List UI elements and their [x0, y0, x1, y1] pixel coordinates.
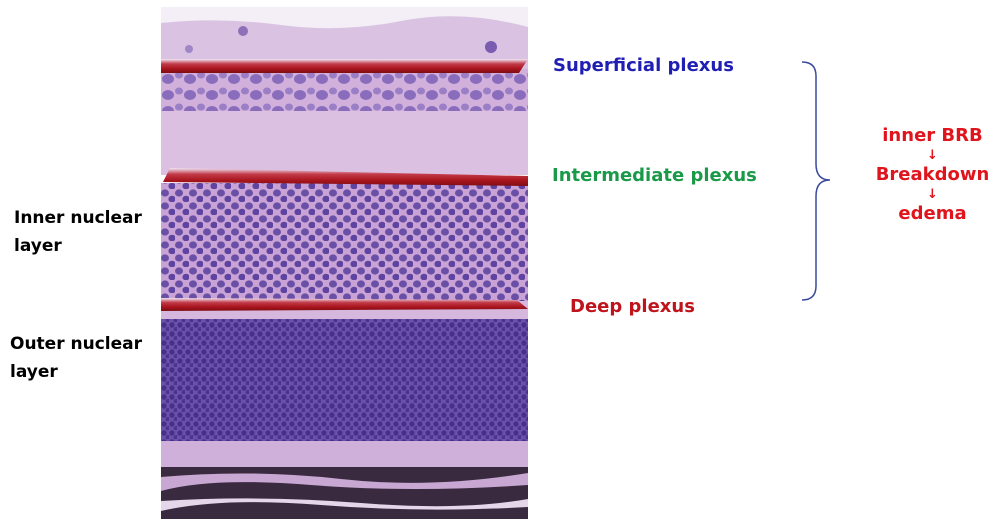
- superficial-plexus-label: Superficial plexus: [553, 55, 734, 76]
- outer-nuclear-layer-label-line-1: Outer nuclear: [10, 330, 142, 358]
- photoreceptor-layer: [161, 441, 528, 467]
- outer-nuclear-layer-label-line-2: layer: [10, 358, 142, 386]
- cascade-step-inner-brb: inner BRB: [860, 124, 993, 148]
- inner-plexiform-layer: [161, 111, 528, 175]
- inner-nuclear-layer-label-line-1: Inner nuclear: [14, 204, 142, 232]
- down-arrow-icon: ↓: [860, 148, 993, 163]
- deep-plexus-vessel: [161, 298, 528, 311]
- outer-nuclear-layer-label: Outer nuclear layer: [10, 330, 142, 386]
- intermediate-plexus-label: Intermediate plexus: [552, 165, 757, 186]
- ganglion-cell-layer: [161, 69, 528, 111]
- inner-nuclear-layer-label-line-2: layer: [14, 232, 142, 260]
- cascade-step-edema: edema: [860, 202, 993, 226]
- retina-histology-image: [161, 7, 528, 519]
- down-arrow-icon: ↓: [860, 187, 993, 202]
- right-curly-brace: [800, 60, 840, 302]
- brb-breakdown-cascade: inner BRB ↓ Breakdown ↓ edema: [860, 124, 993, 226]
- inner-nuclear-layer-region: [161, 183, 528, 301]
- cascade-step-breakdown: Breakdown: [860, 163, 993, 187]
- inner-nuclear-layer-label: Inner nuclear layer: [14, 204, 142, 260]
- outer-nuclear-layer-region: [161, 319, 528, 441]
- deep-plexus-label: Deep plexus: [570, 296, 695, 317]
- superficial-plexus-vessel: [161, 59, 528, 73]
